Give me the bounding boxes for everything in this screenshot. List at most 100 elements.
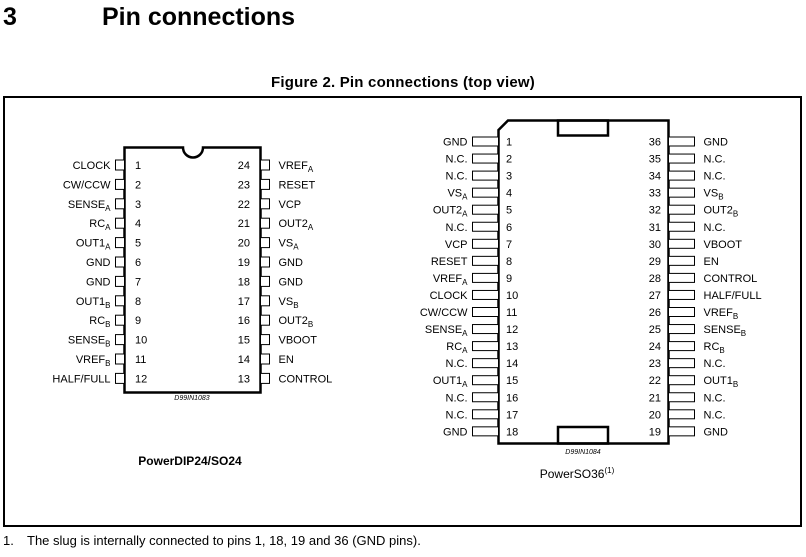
pin-name-subscript: B: [733, 312, 738, 321]
pin-name-text: VREF: [76, 354, 106, 366]
pin-name: RESET: [431, 256, 468, 268]
pin-name-text: OUT2: [279, 218, 308, 230]
pin-number: 12: [506, 324, 518, 336]
pin-lead: [115, 159, 125, 171]
pin-number: 11: [506, 307, 517, 319]
pin-name: OUT2B: [279, 315, 314, 329]
pin-name: GND: [279, 257, 304, 269]
pin-number: 19: [238, 257, 250, 269]
pin-lead: [115, 256, 125, 268]
pin-name-text: GND: [704, 137, 729, 149]
pin-number: 29: [649, 256, 661, 268]
pin-name-text: CW/CCW: [420, 307, 468, 319]
pin-name-text: VREF: [279, 160, 309, 172]
pin-number: 33: [649, 188, 661, 200]
pin-name-subscript: B: [293, 301, 298, 310]
pin-name: N.C.: [704, 409, 726, 421]
pin-name-text: OUT2: [704, 205, 733, 217]
so36-package-name: PowerSO36(1): [540, 466, 615, 481]
pin-lead: [472, 272, 499, 283]
pin-name-subscript: A: [462, 210, 468, 219]
pin-name-text: OUT2: [279, 315, 308, 327]
pin-name: SENSEA: [68, 199, 111, 213]
pin-number: 14: [238, 354, 250, 366]
pin-lead: [260, 314, 270, 326]
pin-name-subscript: B: [741, 329, 746, 338]
pin-number: 13: [506, 341, 518, 353]
pin-lead: [472, 255, 499, 266]
pin-number: 3: [135, 199, 141, 211]
pin-lead: [260, 159, 270, 171]
pin: N.C.21: [649, 392, 726, 404]
pin-number: 23: [649, 358, 661, 370]
pin-lead: [668, 324, 695, 335]
pin-lead: [668, 375, 695, 386]
pin-name-subscript: A: [462, 278, 468, 287]
so36-body-outline: [497, 119, 670, 445]
pin-name: GND: [86, 276, 111, 288]
pin-name-subscript: A: [462, 380, 468, 389]
pin-lead: [668, 272, 695, 283]
pin-number: 5: [506, 205, 512, 217]
pin-name-subscript: B: [105, 301, 110, 310]
pin-name: SENSEB: [68, 335, 111, 349]
pin-number: 16: [238, 315, 250, 327]
pin-name-text: VBOOT: [704, 239, 743, 251]
pin: EN 14: [238, 353, 294, 366]
pin-lead: [668, 255, 695, 266]
pin-lead: [472, 289, 499, 300]
pin-number: 24: [649, 341, 661, 353]
pin-number: 31: [649, 222, 661, 234]
pin-name-text: N.C.: [446, 358, 468, 370]
section-title: Pin connections: [102, 3, 296, 31]
pin-lead: [668, 238, 695, 249]
pin-name: VREFA: [433, 273, 468, 287]
pin-name-text: VBOOT: [279, 335, 318, 347]
pin-name-subscript: A: [462, 193, 468, 202]
pin-name-text: VS: [279, 296, 294, 308]
pin-name: RCA: [89, 218, 111, 232]
pin-number: 36: [649, 137, 661, 149]
pin: N.C.35: [649, 153, 726, 166]
pin-name-subscript: A: [105, 243, 111, 252]
pin-lead: [472, 221, 499, 232]
pin: GND 36: [649, 136, 729, 149]
pin-lead: [260, 334, 270, 346]
pin-name-text: RC: [704, 341, 720, 353]
pin-name-text: N.C.: [446, 171, 468, 183]
pin-name-text: CLOCK: [430, 290, 469, 302]
pin-number: 15: [238, 335, 250, 347]
pin-lead: [472, 187, 499, 198]
pin-number: 2: [135, 179, 141, 191]
pin: SENSEA 3: [68, 198, 141, 213]
pin-name: VCP: [445, 239, 468, 251]
so36-top-slug: [556, 119, 610, 137]
pin-number: 34: [649, 171, 661, 183]
pin-name-text: VS: [279, 238, 294, 250]
pin: GND 19: [238, 256, 304, 269]
pin-name: VBOOT: [279, 335, 318, 347]
pin-name: EN: [279, 354, 294, 366]
pin-lead: [115, 217, 125, 229]
pin-number: 20: [649, 409, 661, 421]
pin-name-text: N.C.: [446, 154, 468, 166]
pin-name-subscript: A: [105, 204, 111, 213]
pin-name-text: GND: [704, 426, 729, 438]
pin-name-text: CONTROL: [704, 273, 758, 285]
dip24-body-outline: [123, 146, 262, 394]
pin-lead: [260, 237, 270, 249]
pin-name: SENSEA: [425, 324, 468, 338]
pin-lead: [472, 238, 499, 249]
